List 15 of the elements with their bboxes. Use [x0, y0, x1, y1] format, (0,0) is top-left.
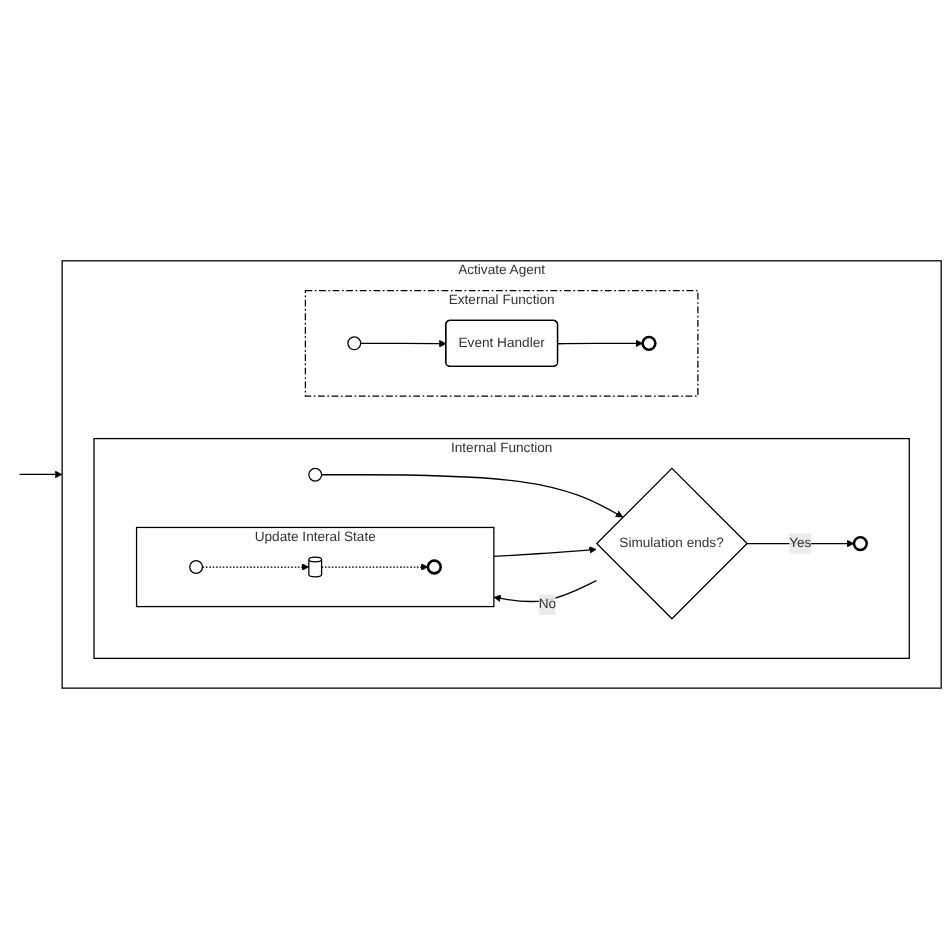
node-circle — [852, 535, 868, 551]
arrow — [557, 339, 643, 347]
node-circle — [347, 335, 362, 350]
arrow — [360, 339, 447, 347]
arrow — [18, 470, 63, 478]
node-circle — [641, 335, 657, 351]
node-circle — [189, 559, 204, 574]
arrow — [320, 473, 624, 517]
arrow — [320, 562, 429, 571]
node-circle — [308, 467, 323, 482]
arrow — [201, 562, 310, 571]
node-cylinder — [308, 556, 323, 577]
arrow — [493, 579, 597, 602]
node-circle — [426, 558, 442, 575]
arrow — [493, 545, 597, 557]
